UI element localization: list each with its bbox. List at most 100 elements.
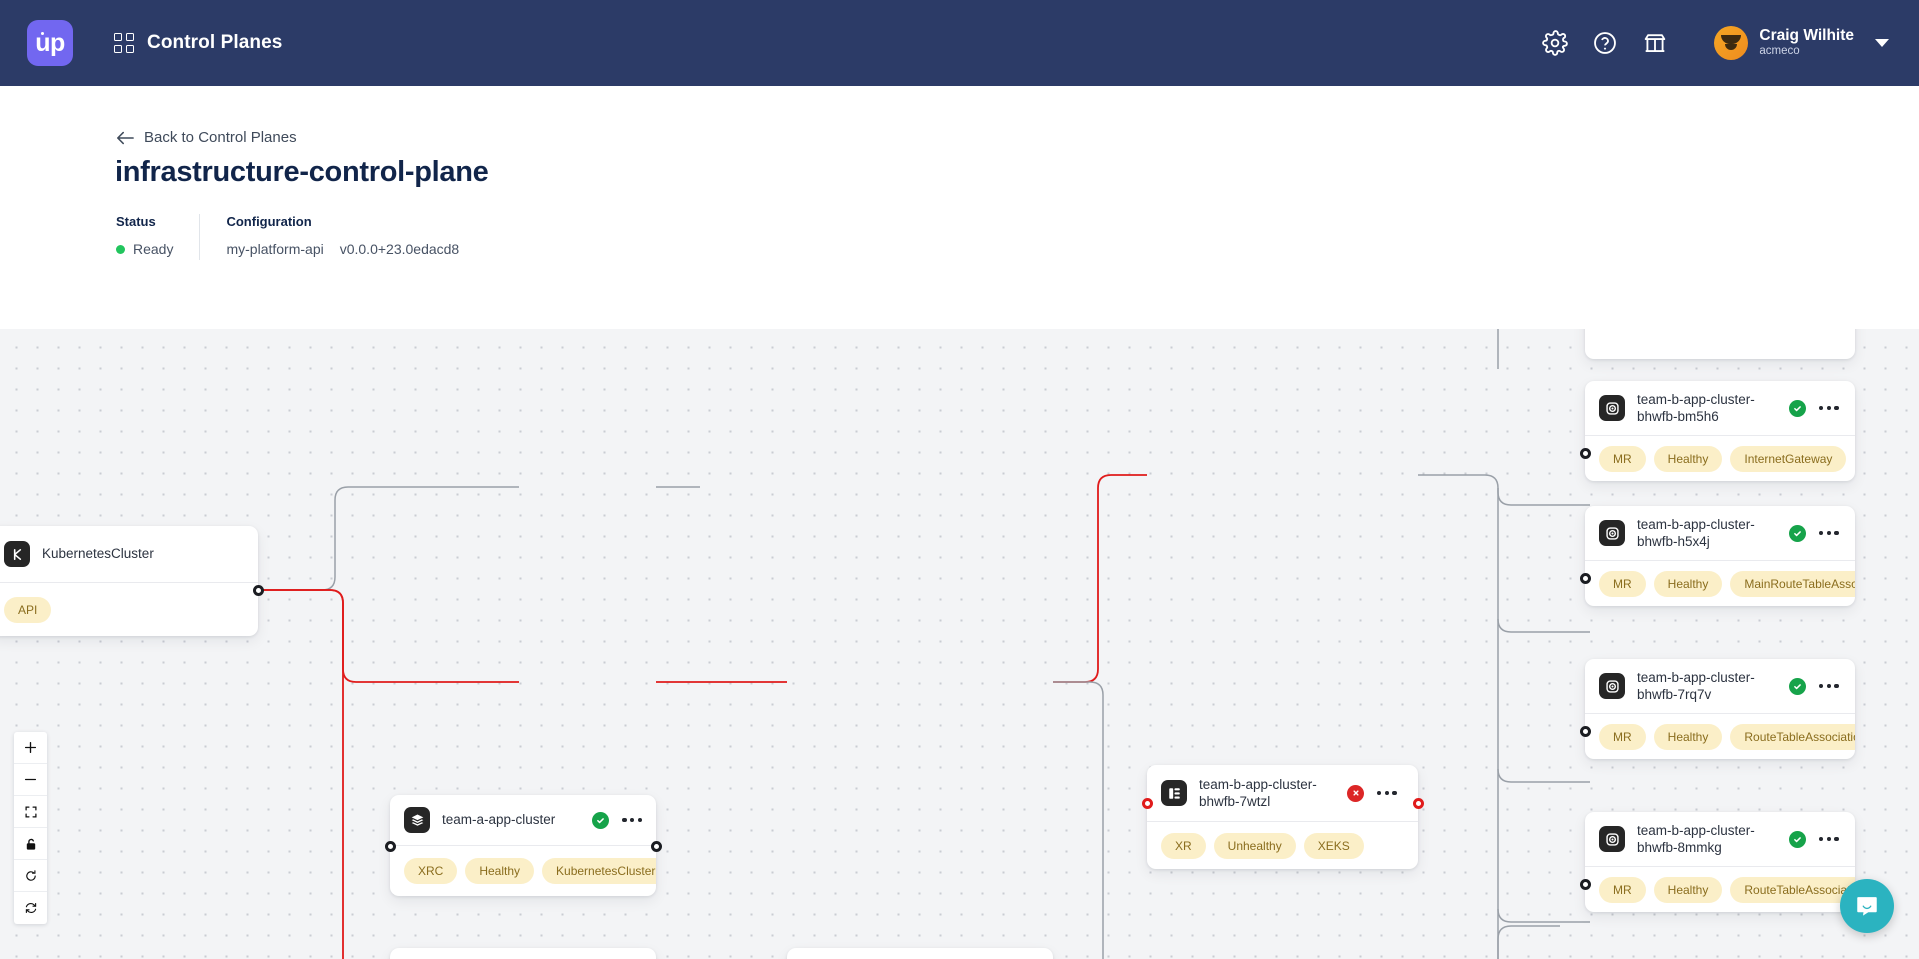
node-chips: MR Healthy MainRouteTableAssociation: [1585, 561, 1855, 606]
node-title: KubernetesCluster: [42, 546, 154, 562]
help-icon[interactable]: [1592, 30, 1618, 56]
status-value: Ready: [133, 241, 174, 257]
lock-icon[interactable]: [14, 828, 47, 860]
marketplace-icon[interactable]: [1642, 30, 1668, 56]
graph-node-team-b-app-cluster-bhwfb[interactable]: team-b-app-cluster-bhwfb XR Unhealthy XK…: [787, 948, 1053, 959]
handle-bm5h6-left[interactable]: [1580, 448, 1591, 459]
layers-icon: [404, 807, 430, 833]
chip: Unhealthy: [1213, 832, 1296, 859]
graph-node-team-b-app-cluster-bhwfb-7wtzl[interactable]: team-b-app-cluster-bhwfb-7wtzl XR Unheal…: [1147, 765, 1418, 869]
sync-icon[interactable]: [14, 892, 47, 924]
chip: MR: [1599, 570, 1646, 597]
handle-h5x4j-left[interactable]: [1580, 573, 1591, 584]
page-title: infrastructure-control-plane: [115, 156, 489, 188]
status-badge-healthy: [1789, 399, 1806, 417]
arrow-left-icon: [117, 131, 134, 144]
chip: MainRouteTableAssociation: [1730, 570, 1855, 597]
chip: XR: [1161, 832, 1206, 859]
node-divider: [0, 582, 258, 583]
edge-bhwfb-to-cn8jc: [1053, 681, 1104, 959]
graph-node-kubernetescluster[interactable]: KubernetesCluster API: [0, 526, 258, 636]
node-menu-icon[interactable]: [1819, 683, 1839, 689]
node-chips: API: [0, 583, 258, 636]
reset-icon[interactable]: [14, 860, 47, 892]
node-header: KubernetesCluster: [0, 526, 258, 582]
back-to-control-planes-link[interactable]: Back to Control Planes: [116, 129, 297, 146]
chip: API: [4, 596, 52, 623]
handle-team-a-right[interactable]: [651, 841, 662, 852]
node-menu-icon[interactable]: [622, 817, 642, 823]
logo-dot: [41, 32, 44, 35]
node-divider: [390, 845, 656, 846]
chip: MR: [1599, 723, 1646, 750]
node-divider: [1147, 821, 1418, 822]
chip: Healthy: [1653, 445, 1723, 472]
node-menu-icon[interactable]: [1819, 405, 1839, 411]
upbound-logo[interactable]: up: [27, 20, 73, 66]
handle-7wtzl-left[interactable]: [1142, 798, 1153, 809]
status-dot-icon: [116, 244, 125, 254]
managed-resource-icon: [1599, 673, 1625, 699]
handle-7rq7v-left[interactable]: [1580, 726, 1591, 737]
app-title: Control Planes: [147, 32, 283, 53]
node-menu-icon[interactable]: [1819, 836, 1839, 842]
gear-icon[interactable]: [1542, 30, 1569, 56]
chat-bubble-icon[interactable]: [1840, 879, 1894, 933]
edge-k8scluster-to-team-a: [258, 486, 519, 591]
edge-k8scluster-to-team-b-b: [258, 589, 519, 683]
node-title: team-b-app-cluster-bhwfb: [839, 956, 989, 959]
graph-node-team-b-app-cluster[interactable]: team-b-app-cluster XRC Unhealthy Kuberne…: [390, 948, 656, 959]
managed-resource-icon: [1599, 826, 1625, 852]
grid-cell-1: [114, 33, 122, 41]
metadata-divider: [199, 214, 201, 260]
resource-graph-canvas[interactable]: KubernetesCluster API team-a-app-cluster: [0, 329, 1919, 959]
configuration-values: my-platform-api v0.0.0+23.0edacd8: [226, 241, 459, 257]
node-menu-icon[interactable]: [1377, 790, 1397, 796]
handle-7wtzl-right[interactable]: [1413, 798, 1424, 809]
grid-cell-3: [114, 45, 122, 53]
chevron-down-icon[interactable]: [1875, 39, 1889, 47]
configuration-version: v0.0.0+23.0edacd8: [339, 241, 460, 257]
status-badge-healthy: [1789, 830, 1806, 848]
zoom-out-button[interactable]: [14, 764, 47, 796]
canvas-controls: [14, 732, 47, 924]
graph-node-team-b-app-cluster-bhwfb-h5x4j[interactable]: team-b-app-cluster-bhwfb-h5x4j MR Health…: [1585, 506, 1855, 606]
crossplane-api-icon: [4, 541, 30, 567]
chip: XEKS: [1303, 832, 1364, 859]
handle-8mmkg-left[interactable]: [1580, 879, 1591, 890]
node-header: team-b-app-cluster-bhwfb-7wtzl: [1147, 765, 1418, 821]
node-title: team-b-app-cluster-bhwfb-bm5h6: [1637, 391, 1755, 424]
node-header: team-b-app-cluster-bhwfb-8mmkg: [1585, 812, 1855, 866]
chip: InternetGateway: [1730, 445, 1847, 472]
chip: RouteTableAssociation: [1730, 723, 1855, 750]
grid-apps-icon[interactable]: [114, 33, 134, 53]
zoom-in-button[interactable]: [14, 732, 47, 764]
status-badge-healthy: [592, 811, 610, 829]
node-menu-icon[interactable]: [1819, 530, 1839, 536]
node-header: team-b-app-cluster: [390, 948, 656, 959]
user-menu[interactable]: Craig Wilhite acmeco: [1714, 26, 1889, 60]
graph-node-team-b-app-cluster-bhwfb-bm5h6[interactable]: team-b-app-cluster-bhwfb-bm5h6 MR Health…: [1585, 381, 1855, 481]
fit-view-button[interactable]: [14, 796, 47, 828]
user-name: Craig Wilhite: [1759, 27, 1854, 45]
chip: Healthy: [1653, 723, 1723, 750]
graph-node-team-b-app-cluster-bhwfb-8mmkg[interactable]: team-b-app-cluster-bhwfb-8mmkg MR Health…: [1585, 812, 1855, 912]
node-title: team-b-app-cluster-bhwfb-8mmkg: [1637, 822, 1755, 855]
handle-kubernetescluster-right[interactable]: [253, 585, 264, 596]
graph-node-partial-top[interactable]: [1585, 329, 1855, 359]
graph-node-team-a-app-cluster[interactable]: team-a-app-cluster XRC Healthy Kubernete…: [390, 795, 656, 896]
node-header: team-b-app-cluster-bhwfb-bm5h6: [1585, 381, 1855, 435]
topbar-actions: Craig Wilhite acmeco: [1542, 26, 1889, 60]
edge-trunk-to-8mmkg: [1497, 908, 1590, 923]
chip: Healthy: [1653, 570, 1723, 597]
edge-trunk-to-7rq7v: [1497, 768, 1590, 783]
top-navigation-bar: up Control Planes Craig Wilhite acmeco: [0, 0, 1919, 86]
avatar: [1714, 26, 1749, 60]
handle-team-a-left[interactable]: [385, 841, 396, 852]
edge-k8scluster-to-team-b: [258, 589, 344, 959]
edge-bhwfb-to-7wtzl: [1053, 474, 1147, 683]
graph-node-team-b-app-cluster-bhwfb-7rq7v[interactable]: team-b-app-cluster-bhwfb-7rq7v MR Health…: [1585, 659, 1855, 759]
node-divider: [1585, 435, 1855, 436]
edge-7wtzl-trunk: [1418, 474, 1499, 959]
node-divider: [1585, 713, 1855, 714]
